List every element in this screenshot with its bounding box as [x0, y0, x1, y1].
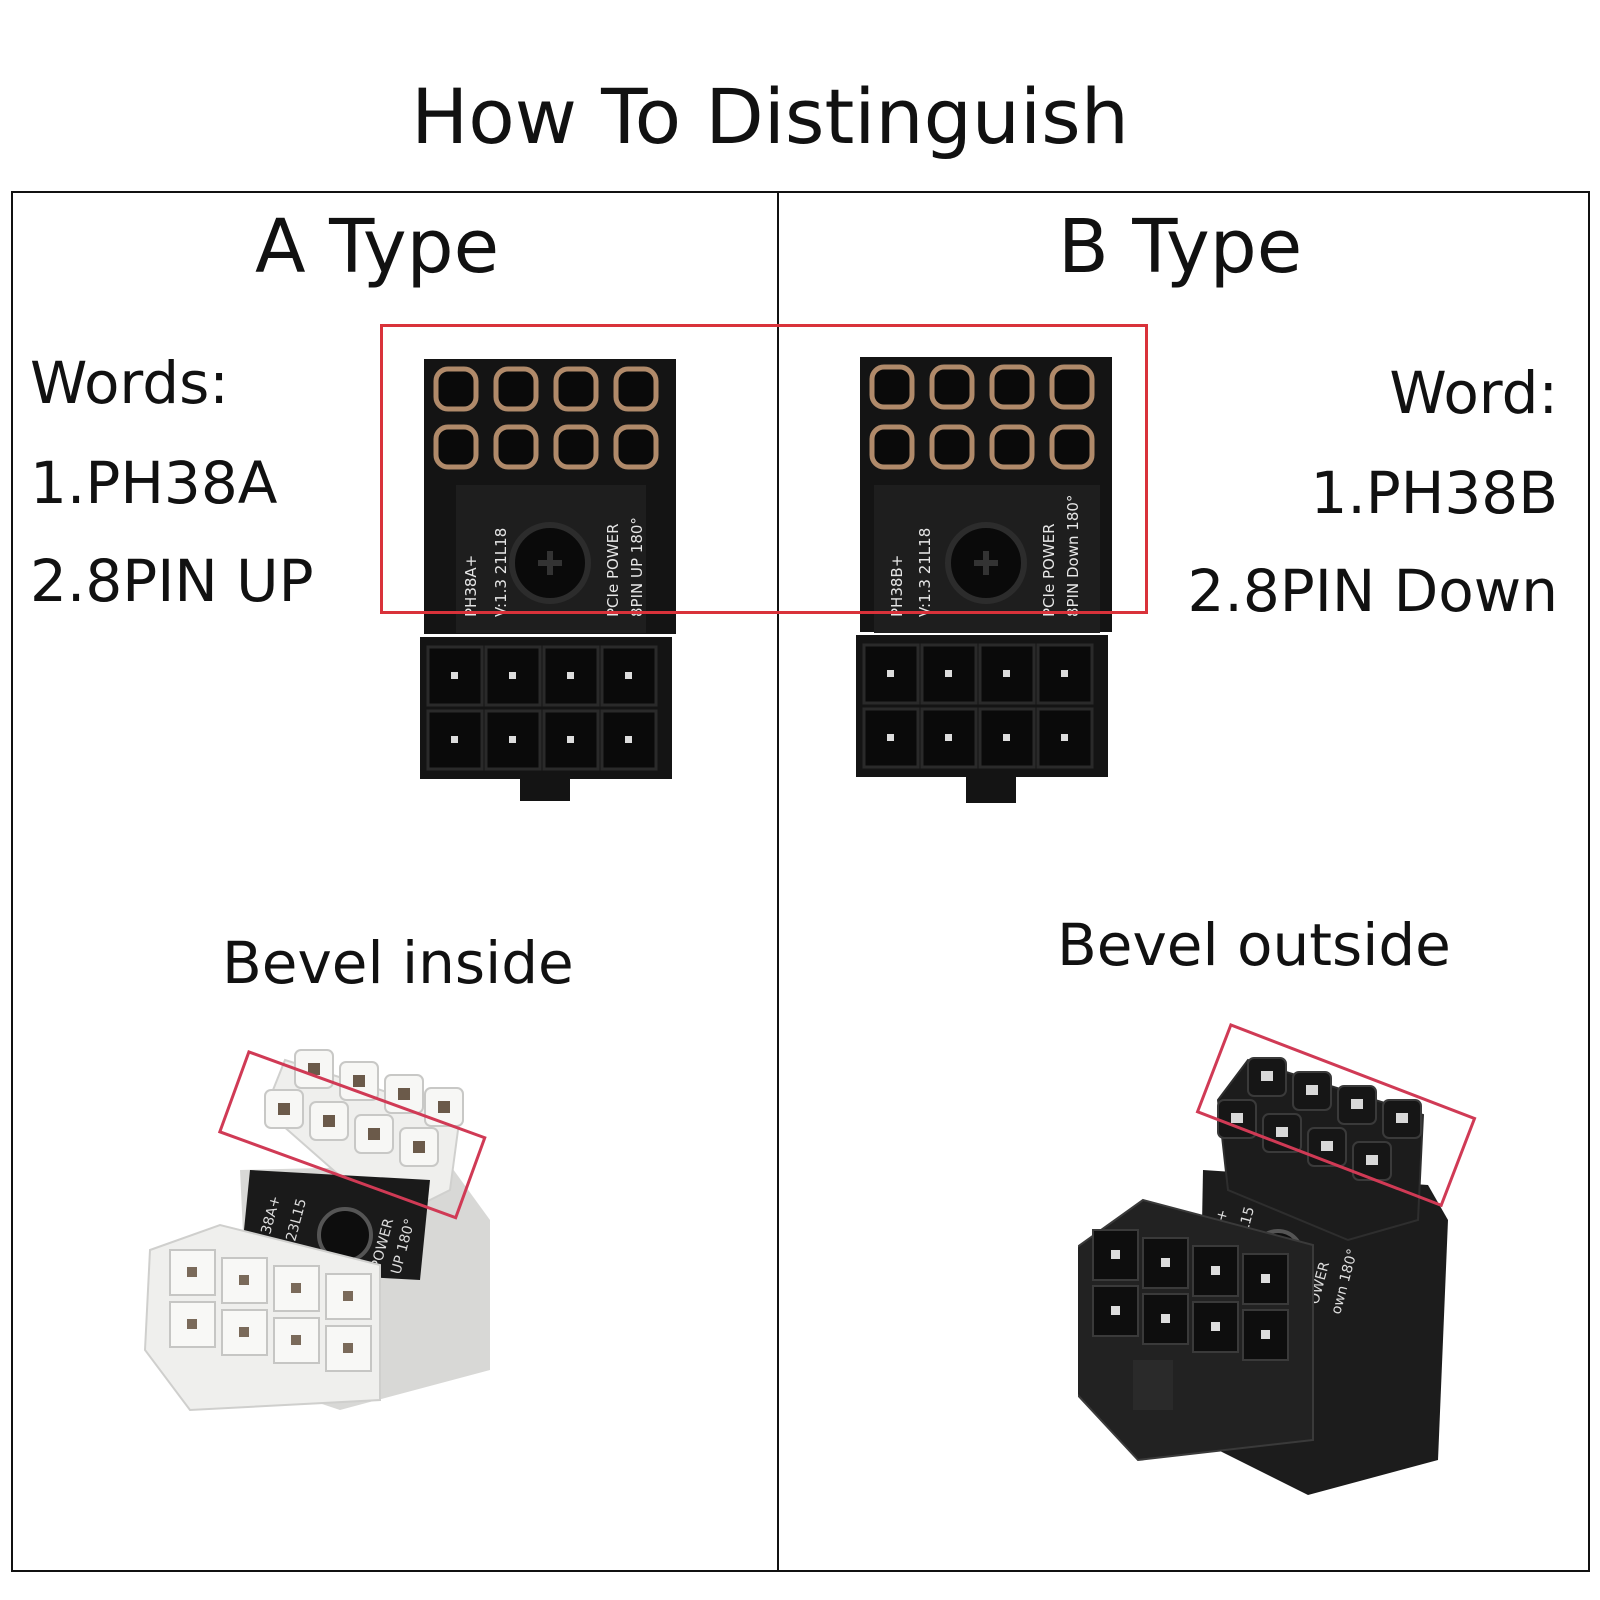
column-divider [777, 191, 779, 1572]
b-board-text-1: PH38B+ [888, 555, 906, 617]
b-connector-photo: 8B+ 21L15 OWER own 180° [1078, 1057, 1448, 1495]
a-photo-bottom-sockets [169, 1249, 372, 1372]
b-board-text-3: PCIe POWER [1040, 523, 1058, 617]
a-board-text-1: PH38A+ [462, 555, 480, 617]
b-bevel-label: Bevel outside [1057, 911, 1451, 979]
b-top-pins [869, 364, 1095, 470]
a-board-text-2: V:1.3 21L18 [492, 528, 510, 617]
pin-rows-highlight [380, 324, 1148, 614]
b-word-2: 2.8PIN Down [1187, 557, 1559, 625]
a-type-heading: A Type [255, 204, 500, 290]
comparison-frame [11, 191, 1590, 1572]
page-title: How To Distinguish [411, 72, 1129, 161]
a-word-1: 1.PH38A [30, 449, 278, 517]
a-board-text-3: PCIe POWER [604, 523, 622, 617]
b-connector-front-image: PH38B+ V:1.3 21L18 PCIe POWER 8PIN Down … [856, 357, 1112, 803]
a-bevel-label: Bevel inside [222, 929, 574, 997]
a-connector-front-image: PH38A+ V:1.3 21L18 PCIe POWER 8PIN UP 18… [420, 359, 676, 801]
a-top-pins [433, 366, 659, 470]
b-words-label: Word: [1389, 359, 1558, 427]
b-word-1: 1.PH38B [1310, 459, 1558, 527]
a-board-text-4: 8PIN UP 180° [628, 517, 646, 617]
a-words-label: Words: [30, 349, 229, 417]
b-type-heading: B Type [1058, 204, 1303, 290]
b-board-text-4: 8PIN Down 180° [1064, 495, 1082, 617]
a-word-2: 2.8PIN UP [30, 547, 314, 615]
a-connector-photo: 38A+ 23L15 POWER UP 180° [143, 1049, 490, 1412]
b-board-text-2: V:1.3 21L18 [916, 528, 934, 617]
a-bottom-sockets [426, 645, 658, 771]
